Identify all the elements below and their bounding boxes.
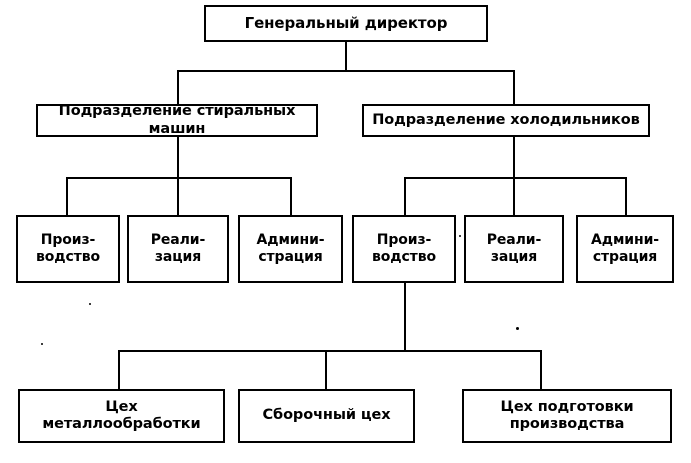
edge-to-fridge-sales — [513, 177, 515, 216]
node-washing-administration-label: Админи- страция — [256, 232, 325, 265]
node-shop-assembly-label: Сборочный цех — [262, 407, 391, 424]
node-shop-production-preparation-label: Цех подготовки производства — [500, 398, 634, 432]
node-shop-metalworking[interactable]: Цех металлообработки — [18, 389, 225, 443]
node-division-refrigerators-label: Подразделение холодильников — [372, 111, 640, 128]
node-fridge-sales-label: Реали- зация — [486, 232, 542, 265]
node-division-washing-machines[interactable]: Подразделение стиральных машин — [36, 103, 318, 137]
node-shop-metalworking-label: Цех металлообработки — [42, 398, 201, 432]
edge-fridge-bus — [404, 177, 627, 179]
edge-to-fridge-admin — [625, 177, 627, 216]
scan-speck — [89, 303, 91, 305]
node-fridge-sales[interactable]: Реали- зация — [464, 215, 564, 283]
scan-speck — [516, 327, 519, 330]
edge-washing-bus — [66, 177, 292, 179]
node-washing-production[interactable]: Произ- водство — [16, 215, 120, 283]
edge-level4-bus — [118, 350, 542, 352]
edge-to-div-fridge — [513, 70, 515, 106]
node-shop-production-preparation[interactable]: Цех подготовки производства — [462, 389, 672, 443]
edge-to-shop-metal — [118, 350, 120, 390]
node-washing-sales-label: Реали- зация — [150, 232, 206, 265]
node-general-director-label: Генеральный директор — [244, 13, 448, 32]
edge-ceo-stem — [345, 42, 347, 71]
node-washing-administration[interactable]: Админи- страция — [238, 215, 343, 283]
node-division-washing-machines-label: Подразделение стиральных машин — [58, 103, 296, 137]
node-division-refrigerators[interactable]: Подразделение холодильников — [362, 104, 650, 137]
edge-to-fridge-production — [404, 177, 406, 216]
node-fridge-production-label: Произ- водство — [372, 232, 436, 265]
edge-washing-stem — [177, 137, 179, 179]
edge-level2-bus — [177, 70, 515, 72]
edge-to-shop-prep — [540, 350, 542, 390]
edge-to-shop-assembly — [325, 350, 327, 390]
edge-to-wash-sales — [177, 177, 179, 216]
node-washing-sales[interactable]: Реали- зация — [127, 215, 229, 283]
node-fridge-production[interactable]: Произ- водство — [352, 215, 456, 283]
scan-speck — [41, 343, 43, 345]
edge-to-wash-production — [66, 177, 68, 216]
edge-fridge-stem — [513, 137, 515, 179]
node-general-director[interactable]: Генеральный директор — [204, 5, 488, 42]
node-fridge-administration[interactable]: Админи- страция — [576, 215, 674, 283]
node-fridge-administration-label: Админи- страция — [591, 232, 659, 265]
node-shop-assembly[interactable]: Сборочный цех — [238, 389, 415, 443]
edge-to-div-washing — [177, 70, 179, 106]
edge-to-wash-admin — [290, 177, 292, 216]
scan-speck — [459, 235, 461, 237]
edge-fridge-production-stem — [404, 283, 406, 352]
node-washing-production-label: Произ- водство — [36, 232, 100, 265]
